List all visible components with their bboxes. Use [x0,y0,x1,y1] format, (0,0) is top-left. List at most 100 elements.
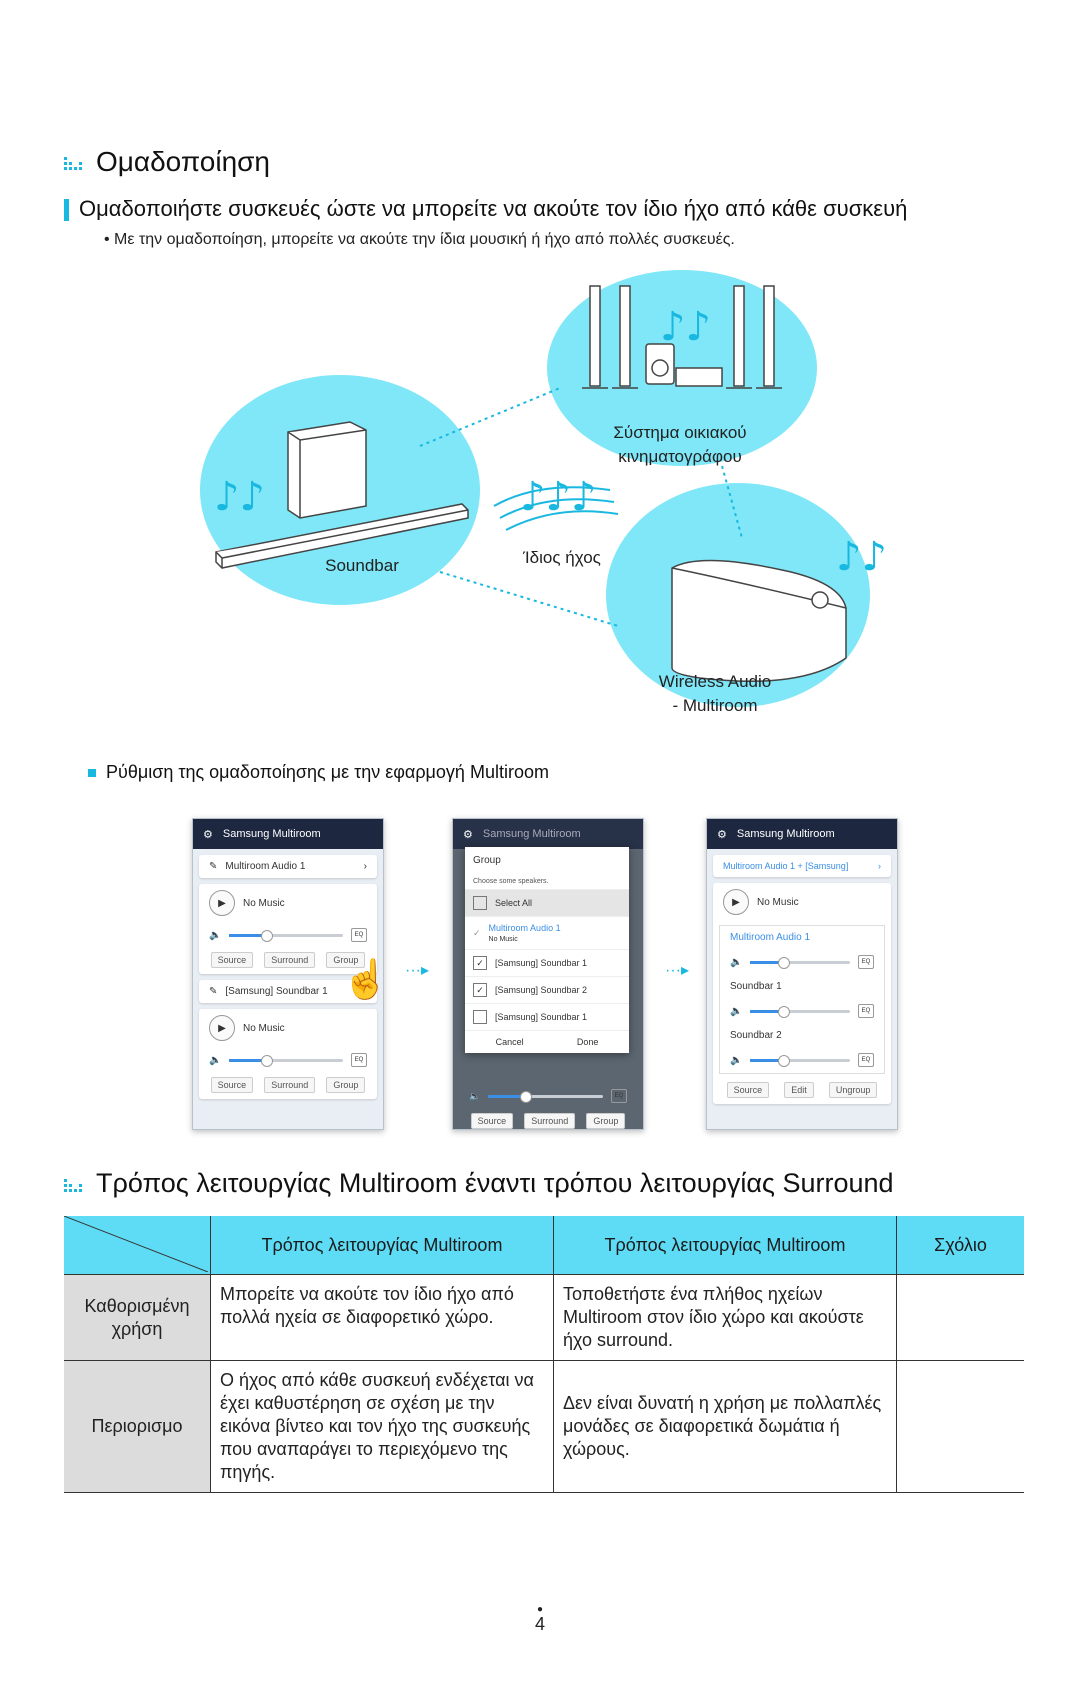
speaker-card-2[interactable]: ✎[Samsung] Soundbar 1 [199,980,377,1003]
volume-slider[interactable] [229,929,343,942]
play-icon[interactable]: ▶ [723,889,749,915]
ungroup-button[interactable]: Ungroup [828,1082,878,1098]
eq-button[interactable]: EQ [351,928,367,942]
eq-button[interactable]: EQ [611,1089,627,1103]
wireless-audio-label-line1: Wireless Audio [658,672,772,691]
app-title: Samsung Multiroom [736,828,835,840]
table-row: Περιορισμο Ο ήχος από κάθε συσκευή ενδέχ… [64,1360,1024,1493]
table-header: Τρόπος λειτουργίας Multiroom [210,1216,554,1275]
connector-2 [721,465,743,539]
home-theater-label-line1: Σύστημα οικιακού [613,423,747,442]
speaker-card[interactable]: ✎Multiroom Audio 1› [199,855,377,878]
section-title-modes: Τρόπος λειτουργίας Multiroom έναντι τρόπ… [64,1168,894,1199]
settings-icon[interactable]: ⚙ [717,828,727,841]
group-button-2[interactable]: Group [326,1077,366,1093]
eq-button-1[interactable]: EQ [858,955,874,969]
volume-slider-2[interactable] [750,1005,850,1018]
home-theater-label: Σύστημα οικιακού κινηματογράφου [590,421,770,469]
subwoofer-icon [287,421,367,519]
wireless-audio-label-line2: - Multiroom [672,696,758,715]
edit-button[interactable]: Edit [784,1082,814,1098]
speaker-row-0-sub: No Music [488,936,518,943]
settings-icon[interactable]: ⚙ [203,828,213,841]
app-title: Samsung Multiroom [222,828,321,840]
checkbox-checked-icon[interactable]: ✓ [473,956,487,970]
wireless-audio-label: Wireless Audio - Multiroom [642,670,788,718]
group-button[interactable]: Group [586,1113,626,1129]
volume-icon: 🔈 [209,929,222,941]
volume-slider[interactable] [488,1090,603,1103]
volume-icon: 🔈 [730,956,743,968]
chevron-right-icon[interactable]: › [878,861,881,871]
section-subtitle-text: Ομαδοποιήστε συσκευές ώστε να μπορείτε ν… [79,196,908,221]
speaker-row-3[interactable]: [Samsung] Soundbar 1 [465,1003,629,1030]
volume-slider-2[interactable] [229,1054,343,1067]
source-button[interactable]: Source [210,952,254,968]
edit-icon[interactable]: ✎ [209,861,218,872]
chevron-right-icon[interactable]: › [363,861,367,872]
edit-icon[interactable]: ✎ [209,986,218,997]
soundbar-label: Soundbar [325,556,399,575]
dialog-hint: Choose some speakers. [473,878,549,885]
page-number-text: 4 [534,1614,545,1634]
volume-icon: 🔈 [209,1054,222,1066]
volume-slider-3[interactable] [750,1054,850,1067]
volume-slider-1[interactable] [750,956,850,969]
eq-button-2[interactable]: EQ [351,1053,367,1067]
play-icon[interactable]: ▶ [209,1015,235,1041]
checkbox-icon[interactable] [473,896,487,910]
speaker-row-2-label: [Samsung] Soundbar 2 [495,985,588,995]
app-title: Samsung Multiroom [482,828,581,840]
table-header: Τρόπος λειτουργίας Multiroom [553,1216,897,1275]
same-sound-label: Ίδιος ήχος [523,548,601,567]
volume-icon: 🔈 [730,1005,743,1017]
wireless-speaker-icon [671,559,847,682]
group-name: Multiroom Audio 1 + [Samsung] [723,861,849,871]
arrow-right-icon: ···▸ [405,962,430,979]
setup-heading-text: Ρύθμιση της ομαδοποίησης με την εφαρμογή… [106,762,549,782]
source-button[interactable]: Source [470,1113,514,1129]
group-button[interactable]: Group [326,952,366,968]
surround-button[interactable]: Surround [524,1113,576,1129]
select-all-row[interactable]: Select All [465,889,629,916]
play-icon[interactable]: ▶ [209,890,235,916]
eq-button-2[interactable]: EQ [858,1004,874,1018]
checkbox-checked-icon[interactable]: ✓ [473,983,487,997]
phone-screen-3: ⚙ Samsung Multiroom Multiroom Audio 1 + [… [706,818,898,1130]
surround-button-2[interactable]: Surround [264,1077,316,1093]
phone-screen-1: ⚙ Samsung Multiroom ✎Multiroom Audio 1› ▶… [192,818,384,1130]
row-header-line1: Καθορισμένη [84,1295,190,1316]
source-button[interactable]: Source [726,1082,770,1098]
subtitle-bar [64,199,69,222]
section-title-text: Ομαδοποίηση [96,146,271,177]
settings-icon[interactable]: ⚙ [463,828,473,841]
svg-text:♪♪: ♪♪ [836,534,887,580]
member-list: Multiroom Audio 1 🔈EQ Soundbar 1 🔈EQ Sou… [719,925,885,1074]
surround-button[interactable]: Surround [264,952,316,968]
cancel-button[interactable]: Cancel [495,1037,524,1047]
checkbox-icon[interactable] [473,1010,487,1024]
volume-icon: 🔈 [469,1090,481,1101]
speaker-row-2[interactable]: ✓ [Samsung] Soundbar 2 [465,976,629,1003]
select-all-label: Select All [495,898,533,908]
done-button[interactable]: Done [576,1037,599,1047]
home-theater-label-line2: κινηματογράφου [618,447,742,466]
comparison-table: Τρόπος λειτουργίας Multiroom Τρόπος λειτ… [64,1216,1024,1493]
track-status-2: No Music [243,1022,285,1034]
eq-button-3[interactable]: EQ [858,1053,874,1067]
section-title-grouping: Ομαδοποίηση [64,146,270,178]
group-player-card: ▶No Music Multiroom Audio 1 🔈EQ Soundbar… [713,883,891,1104]
table-cell: Ο ήχος από κάθε συσκευή ενδέχεται να έχε… [210,1360,554,1493]
table-cell [896,1360,1024,1493]
music-notes-icon: ♪♪ ♪♪ ♪♪♪ ♪♪ [214,304,887,580]
app-bar: ⚙ Samsung Multiroom [453,819,643,849]
table-cell [896,1274,1024,1361]
source-button-2[interactable]: Source [210,1077,254,1093]
soundbar-icon [215,503,469,569]
speaker-row-1[interactable]: ✓[Samsung] Soundbar 1 [465,949,629,976]
table-header: Σχόλιο [896,1216,1024,1275]
group-card[interactable]: Multiroom Audio 1 + [Samsung] › [713,855,891,877]
